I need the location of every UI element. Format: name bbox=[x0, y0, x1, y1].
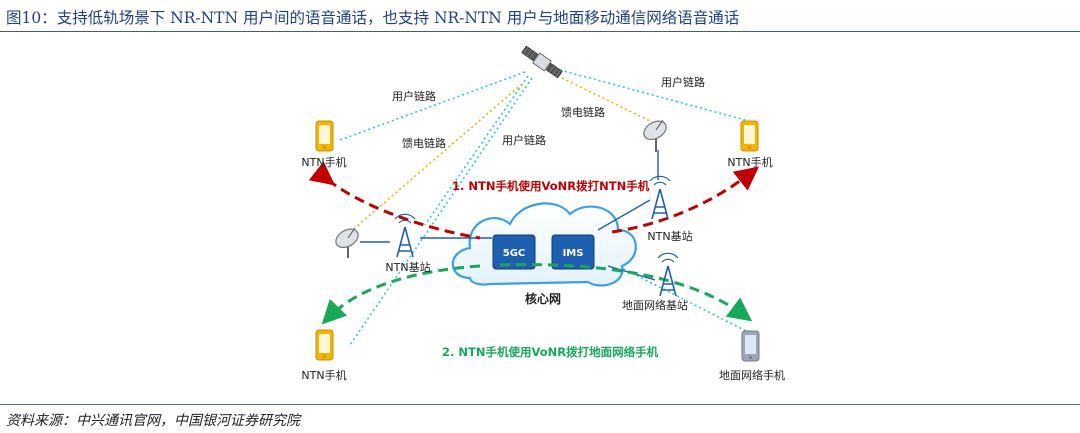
user-link-right-phone bbox=[559, 69, 746, 121]
user-link-bottom-phone bbox=[349, 77, 533, 346]
flow2-label: 2. NTN手机使用VoNR拨打地面网络手机 bbox=[442, 345, 659, 359]
ntn-phone-label-top-left: NTN手机 bbox=[301, 155, 346, 169]
user-link-label-right: 用户链路 bbox=[661, 75, 705, 89]
source-note: 资料来源：中兴通讯官网，中国银河证券研究院 bbox=[6, 413, 300, 429]
flow2-arc-left bbox=[321, 264, 481, 325]
ntn-base-station-icon-left bbox=[394, 213, 416, 258]
ntn-base-station-icon-right bbox=[649, 175, 671, 220]
feeder-link-right bbox=[561, 77, 653, 123]
ims-label: IMS bbox=[563, 248, 584, 259]
ims-box: IMS bbox=[551, 234, 595, 270]
ground-base-station-icon bbox=[657, 252, 679, 297]
core-network-label: 核心网 bbox=[525, 291, 561, 306]
5gc-box: 5GC bbox=[492, 234, 536, 270]
ntn-base-station-label-left: NTN基站 bbox=[385, 260, 430, 274]
ntn-base-station-label-right: NTN基站 bbox=[647, 229, 692, 243]
user-link-label-mid: 用户链路 bbox=[502, 133, 546, 147]
ntn-phone-icon-top-left bbox=[315, 120, 334, 152]
ntn-phone-icon-top-right bbox=[740, 120, 759, 152]
feeder-links bbox=[354, 77, 653, 229]
ground-phone-icon bbox=[741, 330, 760, 362]
5gc-label: 5GC bbox=[503, 248, 526, 259]
link-core-bs-right bbox=[597, 199, 651, 231]
feeder-link-label-right: 馈电链路 bbox=[561, 105, 605, 119]
satellite-dish-icon-left bbox=[335, 227, 359, 258]
core-network-cloud bbox=[451, 202, 637, 287]
bottom-rule bbox=[0, 404, 1080, 405]
ntn-phone-label-bottom-left: NTN手机 bbox=[301, 368, 346, 382]
feeder-link-left bbox=[354, 83, 523, 229]
user-link-label-left: 用户链路 bbox=[392, 89, 436, 103]
ground-phone-label: 地面网络手机 bbox=[719, 368, 785, 382]
ground-base-station-label: 地面网络基站 bbox=[622, 298, 688, 312]
top-rule bbox=[0, 31, 1080, 32]
figure-title: 图10：支持低轨场景下 NR-NTN 用户间的语音通话，也支持 NR-NTN 用… bbox=[6, 9, 740, 27]
satellite-icon bbox=[521, 45, 563, 79]
flow1-arc-right bbox=[611, 166, 760, 234]
user-link-bs-left bbox=[424, 75, 529, 226]
satellite-dish-icon-right bbox=[643, 119, 667, 152]
ntn-phone-icon-bottom-left bbox=[315, 329, 334, 361]
user-links bbox=[339, 69, 761, 346]
ntn-phone-label-top-right: NTN手机 bbox=[727, 155, 772, 169]
flow1-label: 1. NTN手机使用VoNR拨打NTN手机 bbox=[452, 179, 650, 193]
user-link-left-phone bbox=[339, 71, 526, 141]
flow2-arc-right bbox=[499, 263, 753, 322]
feeder-link-label-left: 馈电链路 bbox=[402, 136, 446, 150]
link-core-ground-phone bbox=[609, 261, 761, 339]
